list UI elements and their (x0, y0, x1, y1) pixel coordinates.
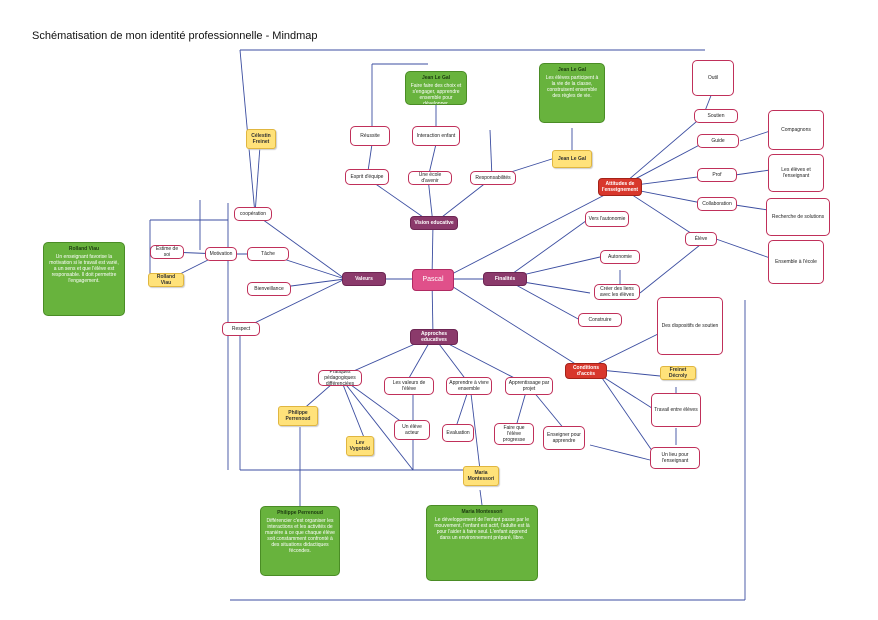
node-prof[interactable]: Prof (697, 168, 737, 182)
node-estime[interactable]: Estime de soi (150, 245, 184, 259)
note-jean-2-text: Les élèves participent à la vie de la cl… (545, 75, 599, 99)
node-esprit[interactable]: Esprit d'équipe (345, 169, 389, 185)
node-vers-autonomie[interactable]: Vers l'autonomie (585, 211, 629, 227)
center-node[interactable]: Pascal (412, 269, 454, 291)
person-philippe[interactable]: Philippe Perrenoud (278, 406, 318, 426)
node-tache[interactable]: Tâche (247, 247, 289, 261)
note-jean-1-text: Faire faire des choix et s'engager, appr… (410, 83, 462, 105)
note-jean-2-title: Jean Le Gal (557, 67, 587, 73)
node-motivation[interactable]: Motivation (205, 247, 237, 261)
branch-conditions[interactable]: Conditions d'accès (565, 363, 607, 379)
node-lieu-enseignant[interactable]: Un lieu pour l'enseignant (650, 447, 700, 469)
note-philippe: Philippe Perrenoud Différencier c'est or… (260, 506, 340, 576)
note-philippe-title: Philippe Perrenoud (277, 510, 323, 516)
note-maria: Maria Montessori Le développement de l'e… (426, 505, 538, 581)
note-jean-2: Jean Le Gal Les élèves participent à la … (539, 63, 605, 123)
node-collab[interactable]: Collaboration (697, 197, 737, 211)
note-rolland-title: Rolland Viau (68, 246, 100, 252)
node-pratiques[interactable]: Pratiques pédagogiques différenciées (318, 370, 362, 386)
note-maria-title: Maria Montessori (461, 509, 503, 515)
node-bienveillance[interactable]: Bienveillance (247, 282, 291, 296)
node-outil[interactable]: Outil (692, 60, 734, 96)
node-enseigne[interactable]: Enseigner pour apprendre (543, 426, 585, 450)
person-lev[interactable]: Lev Vygotski (346, 436, 374, 456)
node-responsabilites[interactable]: Responsabilités (470, 171, 516, 185)
note-jean-1-title: Jean Le Gal (421, 75, 451, 81)
node-valeurs-eleve[interactable]: Les valeurs de l'élève (384, 377, 434, 395)
node-cooperation[interactable]: coopération (234, 207, 272, 221)
node-evaluation[interactable]: Evaluation (442, 424, 474, 442)
node-compagnons[interactable]: Compagnons (768, 110, 824, 150)
branch-valeurs[interactable]: Valeurs (342, 272, 386, 286)
person-rolland[interactable]: Rolland Viau (148, 273, 184, 287)
page-title: Schématisation de mon identité professio… (32, 30, 318, 42)
node-soutien[interactable]: Soutien (694, 109, 738, 123)
node-ecole-avenir[interactable]: Une école d'avenir (408, 171, 452, 185)
branch-vision-educative[interactable]: Vision educative (410, 216, 458, 230)
node-apprendre[interactable]: Apprendre à vivre ensemble (446, 377, 492, 395)
node-ensemble[interactable]: Ensemble à l'école (768, 240, 824, 284)
note-rolland-text: Un enseignant favorise la motivation si … (49, 254, 119, 284)
node-apprentissage[interactable]: Apprentissage par projet (505, 377, 553, 395)
note-maria-text: Le développement de l'enfant passe par l… (434, 517, 530, 541)
node-reussite[interactable]: Réussite (350, 126, 390, 146)
person-maria[interactable]: Maria Montessori (463, 466, 499, 486)
node-interaction[interactable]: Interaction enfant (412, 126, 460, 146)
branch-aptitudes[interactable]: Attitudes de l'enseignement (598, 178, 642, 196)
node-rech-eleves[interactable]: Recherche de solutions (766, 198, 830, 236)
note-rolland: Rolland Viau Un enseignant favorise la m… (43, 242, 125, 316)
note-philippe-text: Différencier c'est organiser les interac… (265, 518, 335, 554)
node-dispos[interactable]: Des dispositifs de soutien (657, 297, 723, 355)
node-guide[interactable]: Guide (697, 134, 739, 148)
person-celestin[interactable]: Célestin Freinet (246, 129, 276, 149)
node-eleve[interactable]: Élève (685, 232, 717, 246)
node-fait-eleve[interactable]: Faire que l'élève progresse (494, 423, 534, 445)
node-trav-eleves[interactable]: Travail entre élèves (651, 393, 701, 427)
node-autonomie[interactable]: Autonomie (600, 250, 640, 264)
node-respect[interactable]: Respect (222, 322, 260, 336)
branch-approche[interactable]: Approches educatives (410, 329, 458, 345)
branch-finalites[interactable]: Finalités (483, 272, 527, 286)
node-sostenir[interactable]: Les élèves et l'enseignant (768, 154, 824, 192)
person-jean[interactable]: Jean Le Gal (552, 150, 592, 168)
node-creer[interactable]: Créer des liens avec les élèves (594, 284, 640, 300)
node-eleve-acteur[interactable]: Un élève acteur (394, 420, 430, 440)
node-construire[interactable]: Construire (578, 313, 622, 327)
note-jean-1: Jean Le Gal Faire faire des choix et s'e… (405, 71, 467, 105)
person-freinet[interactable]: Freinet Décroly (660, 366, 696, 380)
